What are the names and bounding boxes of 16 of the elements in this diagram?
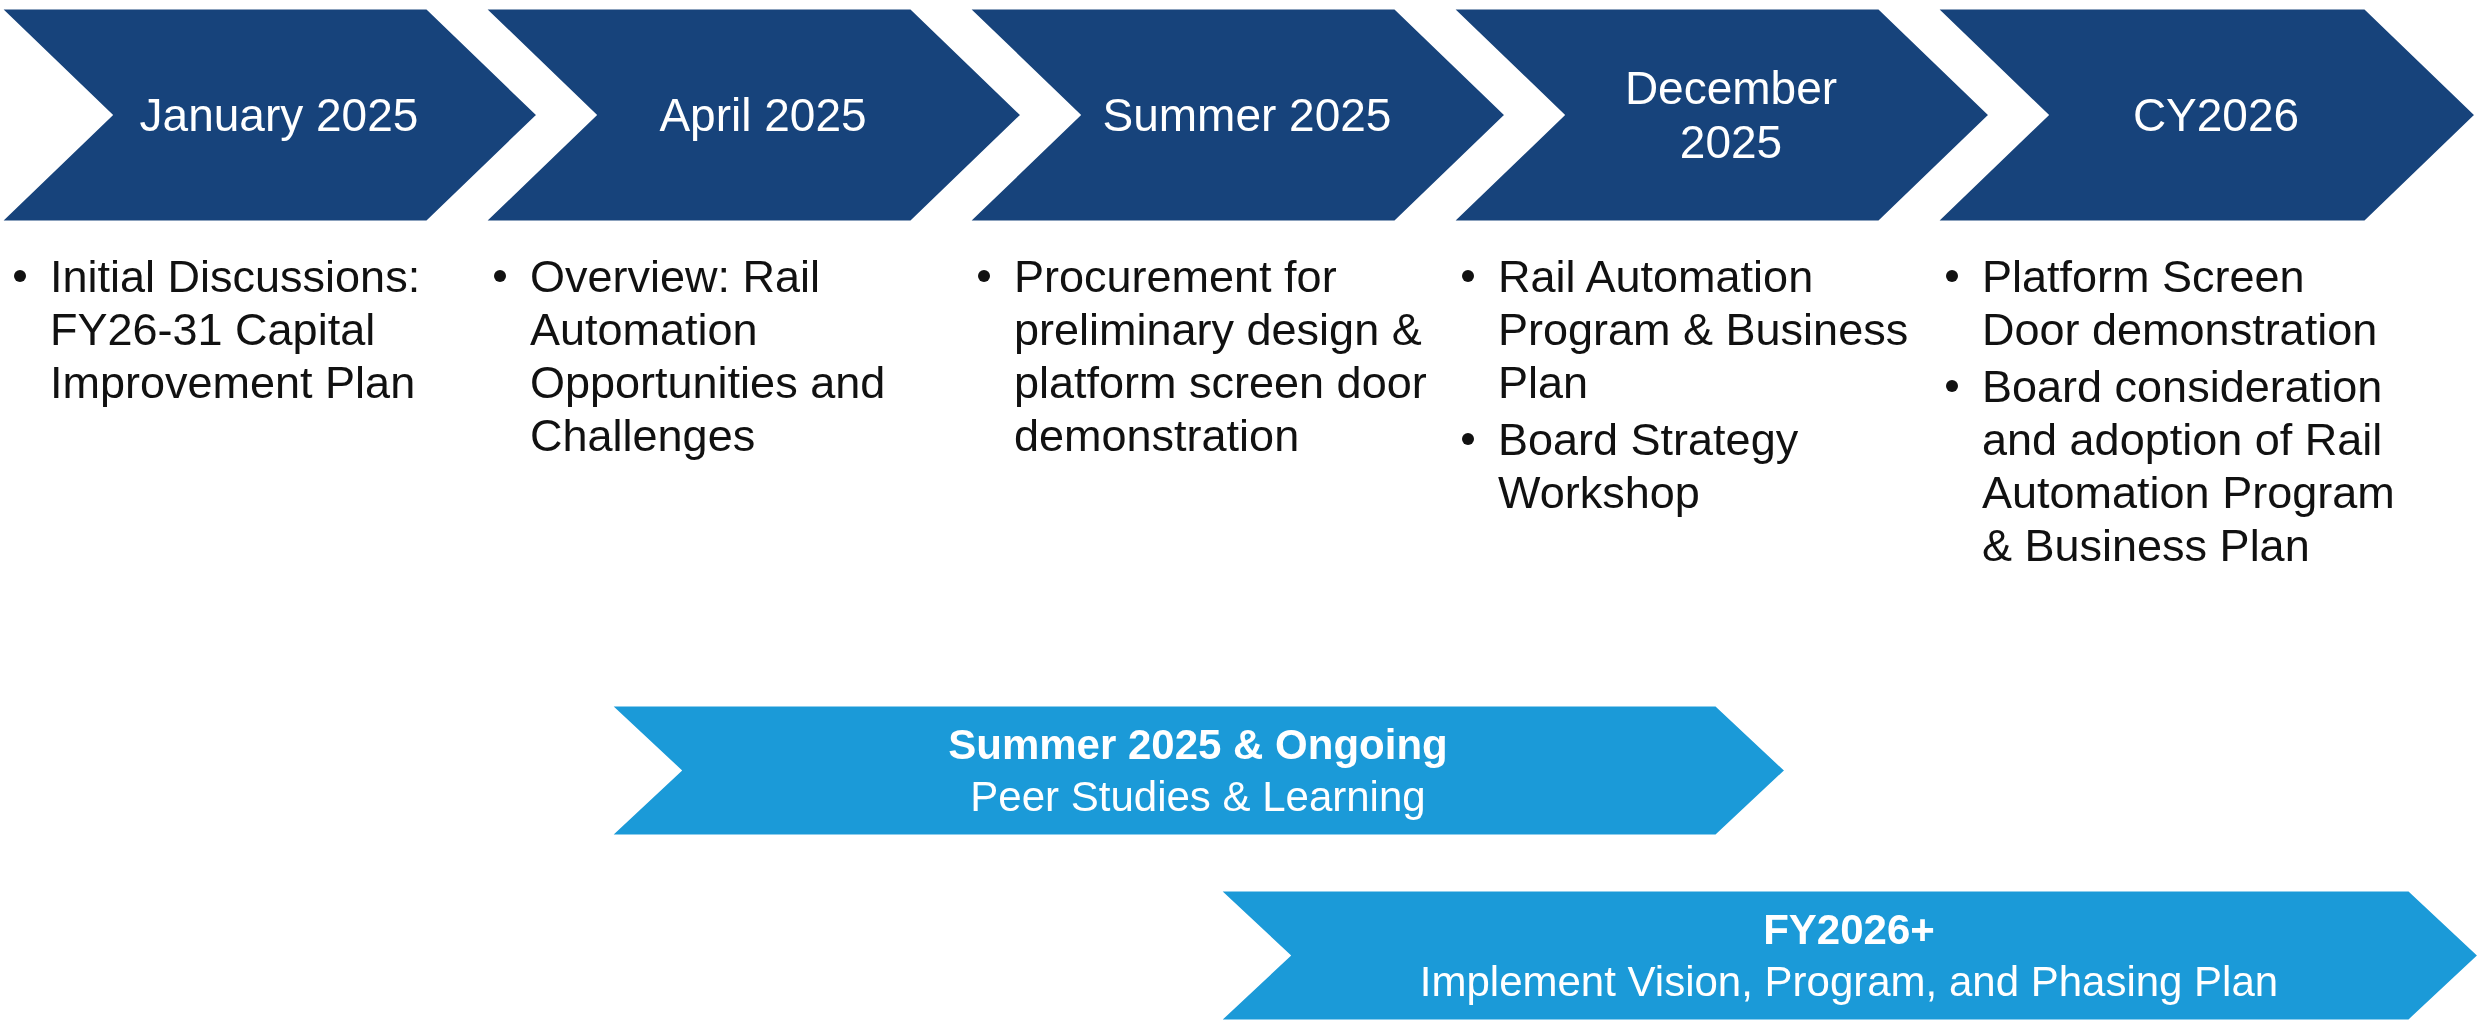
bullet-text: Platform Screen Door demonstration — [1982, 251, 2378, 355]
bullet-text: Rail Automation Program & Business Plan — [1498, 251, 1909, 408]
chevron-heading: Summer 2025 — [1102, 88, 1392, 142]
chevron-heading: December 2025 — [1623, 61, 1839, 169]
bullet-text: Procurement for preliminary design & platform screen door demonstration — [1014, 251, 1427, 461]
bullet-text: Overview: Rail Automation Opportunities and Challenges — [530, 251, 886, 461]
bullet-text: Initial Discussions: FY26-31 Capital Improvement Plan — [50, 251, 421, 408]
chevron-heading: FY2026+ — [1763, 904, 1935, 955]
chevron-heading: April 2025 — [659, 88, 867, 142]
chevron-heading: Summer 2025 & Ongoing — [948, 719, 1448, 770]
chevron-heading: January 2025 — [139, 88, 419, 142]
chevron-heading: CY2026 — [2132, 88, 2300, 142]
chevron-subtext: Peer Studies & Learning — [970, 771, 1426, 822]
bullet-text: Board Strategy Workshop — [1498, 414, 1799, 518]
chevron-subtext: Implement Vision, Program, and Phasing Plan — [1419, 956, 2279, 1007]
bullet-text: Board consideration and adoption of Rail Automation Program & Business Plan — [1982, 361, 2395, 571]
